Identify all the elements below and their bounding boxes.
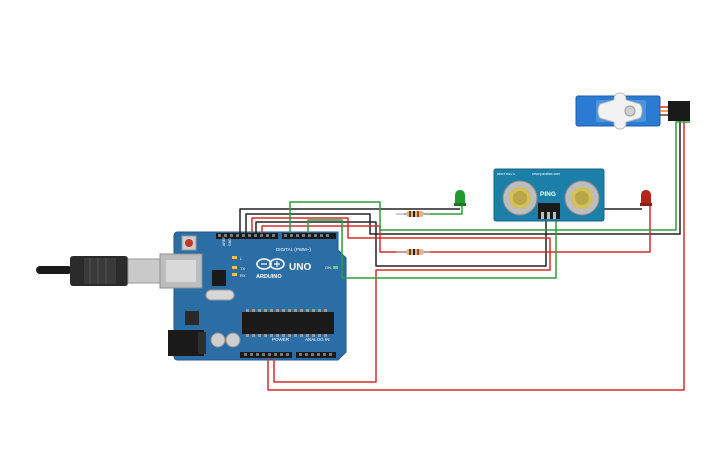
wire-black-gnd-servo[interactable]: [245, 117, 690, 235]
dc-barrel-jack-front: [198, 332, 206, 354]
crystal-oscillator: [205, 289, 235, 301]
analog-header-pins[interactable]: [299, 353, 332, 356]
sensor-transducer-left: [502, 180, 538, 216]
servo-connector: [668, 101, 690, 121]
sensor-rev-label: 28015 REV C: [497, 172, 516, 176]
power-header: [240, 352, 292, 358]
digital-header-pins[interactable]: [218, 234, 329, 237]
resistor-icon[interactable]: [396, 249, 430, 255]
rx-label: RX: [240, 273, 246, 278]
ping-ultrasonic-sensor[interactable]: 28015 REV C www.parallax.com PING: [493, 168, 605, 222]
sensor-transducer-right: [564, 180, 600, 216]
analog-header: [296, 352, 336, 358]
resistor-band: [409, 211, 411, 217]
voltage-regulator: [185, 311, 199, 325]
digital-header-label: DIGITAL (PWM~): [276, 247, 311, 252]
wire-black-gnd-led[interactable]: [239, 208, 460, 233]
sensor-pin: [547, 212, 550, 219]
resistor-icon[interactable]: [396, 211, 430, 217]
led-red-base: [640, 203, 652, 206]
arduino-logo-icon: [256, 258, 285, 270]
servo-horn-hub: [624, 105, 636, 117]
led-red-body: [641, 190, 651, 204]
capacitor: [210, 332, 226, 348]
analog-header-label: ANALOG IN: [305, 337, 330, 342]
atmega-chip: [242, 312, 334, 334]
on-led-indicator: [333, 266, 338, 269]
icsp-header: [212, 270, 226, 286]
led-green-body: [455, 190, 465, 204]
on-label: ON: [325, 265, 331, 270]
atmega-pins: [246, 309, 327, 337]
tx-label: TX: [240, 266, 245, 271]
power-header-pins[interactable]: [244, 353, 289, 356]
led-l-indicator: [232, 256, 237, 259]
aref-label: AREF: [222, 237, 226, 246]
resistor-band: [417, 211, 419, 217]
led-green-base: [454, 203, 466, 206]
arduino-uno-board[interactable]: TX RX L ARDUINO UNO ON: [159, 231, 347, 361]
resistor-band: [413, 211, 415, 217]
led-icon[interactable]: [454, 190, 466, 206]
arduino-logo-text: ARDUINO: [256, 274, 282, 280]
usb-cable-wire: [36, 266, 72, 274]
sensor-pin: [553, 212, 556, 219]
sensor-pin: [541, 212, 544, 219]
reset-button-cap[interactable]: [185, 239, 193, 247]
usb-plug-grip: [84, 258, 116, 284]
board-model-label: UNO: [289, 262, 311, 273]
usb-cable[interactable]: [36, 256, 185, 286]
servo-icon[interactable]: [575, 92, 690, 130]
resistor-band: [417, 249, 419, 255]
wire-red-pwr-sensor[interactable]: [251, 217, 551, 383]
wire-green-servo-signal[interactable]: [289, 121, 690, 233]
gnd-label: GND: [228, 238, 232, 246]
sensor-site-label: www.parallax.com: [532, 172, 560, 176]
wire-black-gnd-sensor[interactable]: [255, 218, 547, 267]
led-icon[interactable]: [640, 190, 652, 206]
led-tx-indicator: [232, 266, 237, 269]
resistor-band: [413, 249, 415, 255]
resistor-band: [409, 249, 411, 255]
sensor-brand-label: PING: [540, 191, 556, 198]
l-label: L: [240, 256, 243, 261]
servo-horn: [597, 92, 643, 130]
power-header-label: POWER: [272, 337, 290, 342]
wire-green-sensor-signal[interactable]: [307, 218, 557, 279]
usb-b-socket-inner: [166, 260, 196, 282]
capacitor: [225, 332, 241, 348]
led-rx-indicator: [232, 273, 237, 276]
wire-red-led-red[interactable]: [261, 206, 651, 253]
digital-header-left: [216, 233, 278, 239]
